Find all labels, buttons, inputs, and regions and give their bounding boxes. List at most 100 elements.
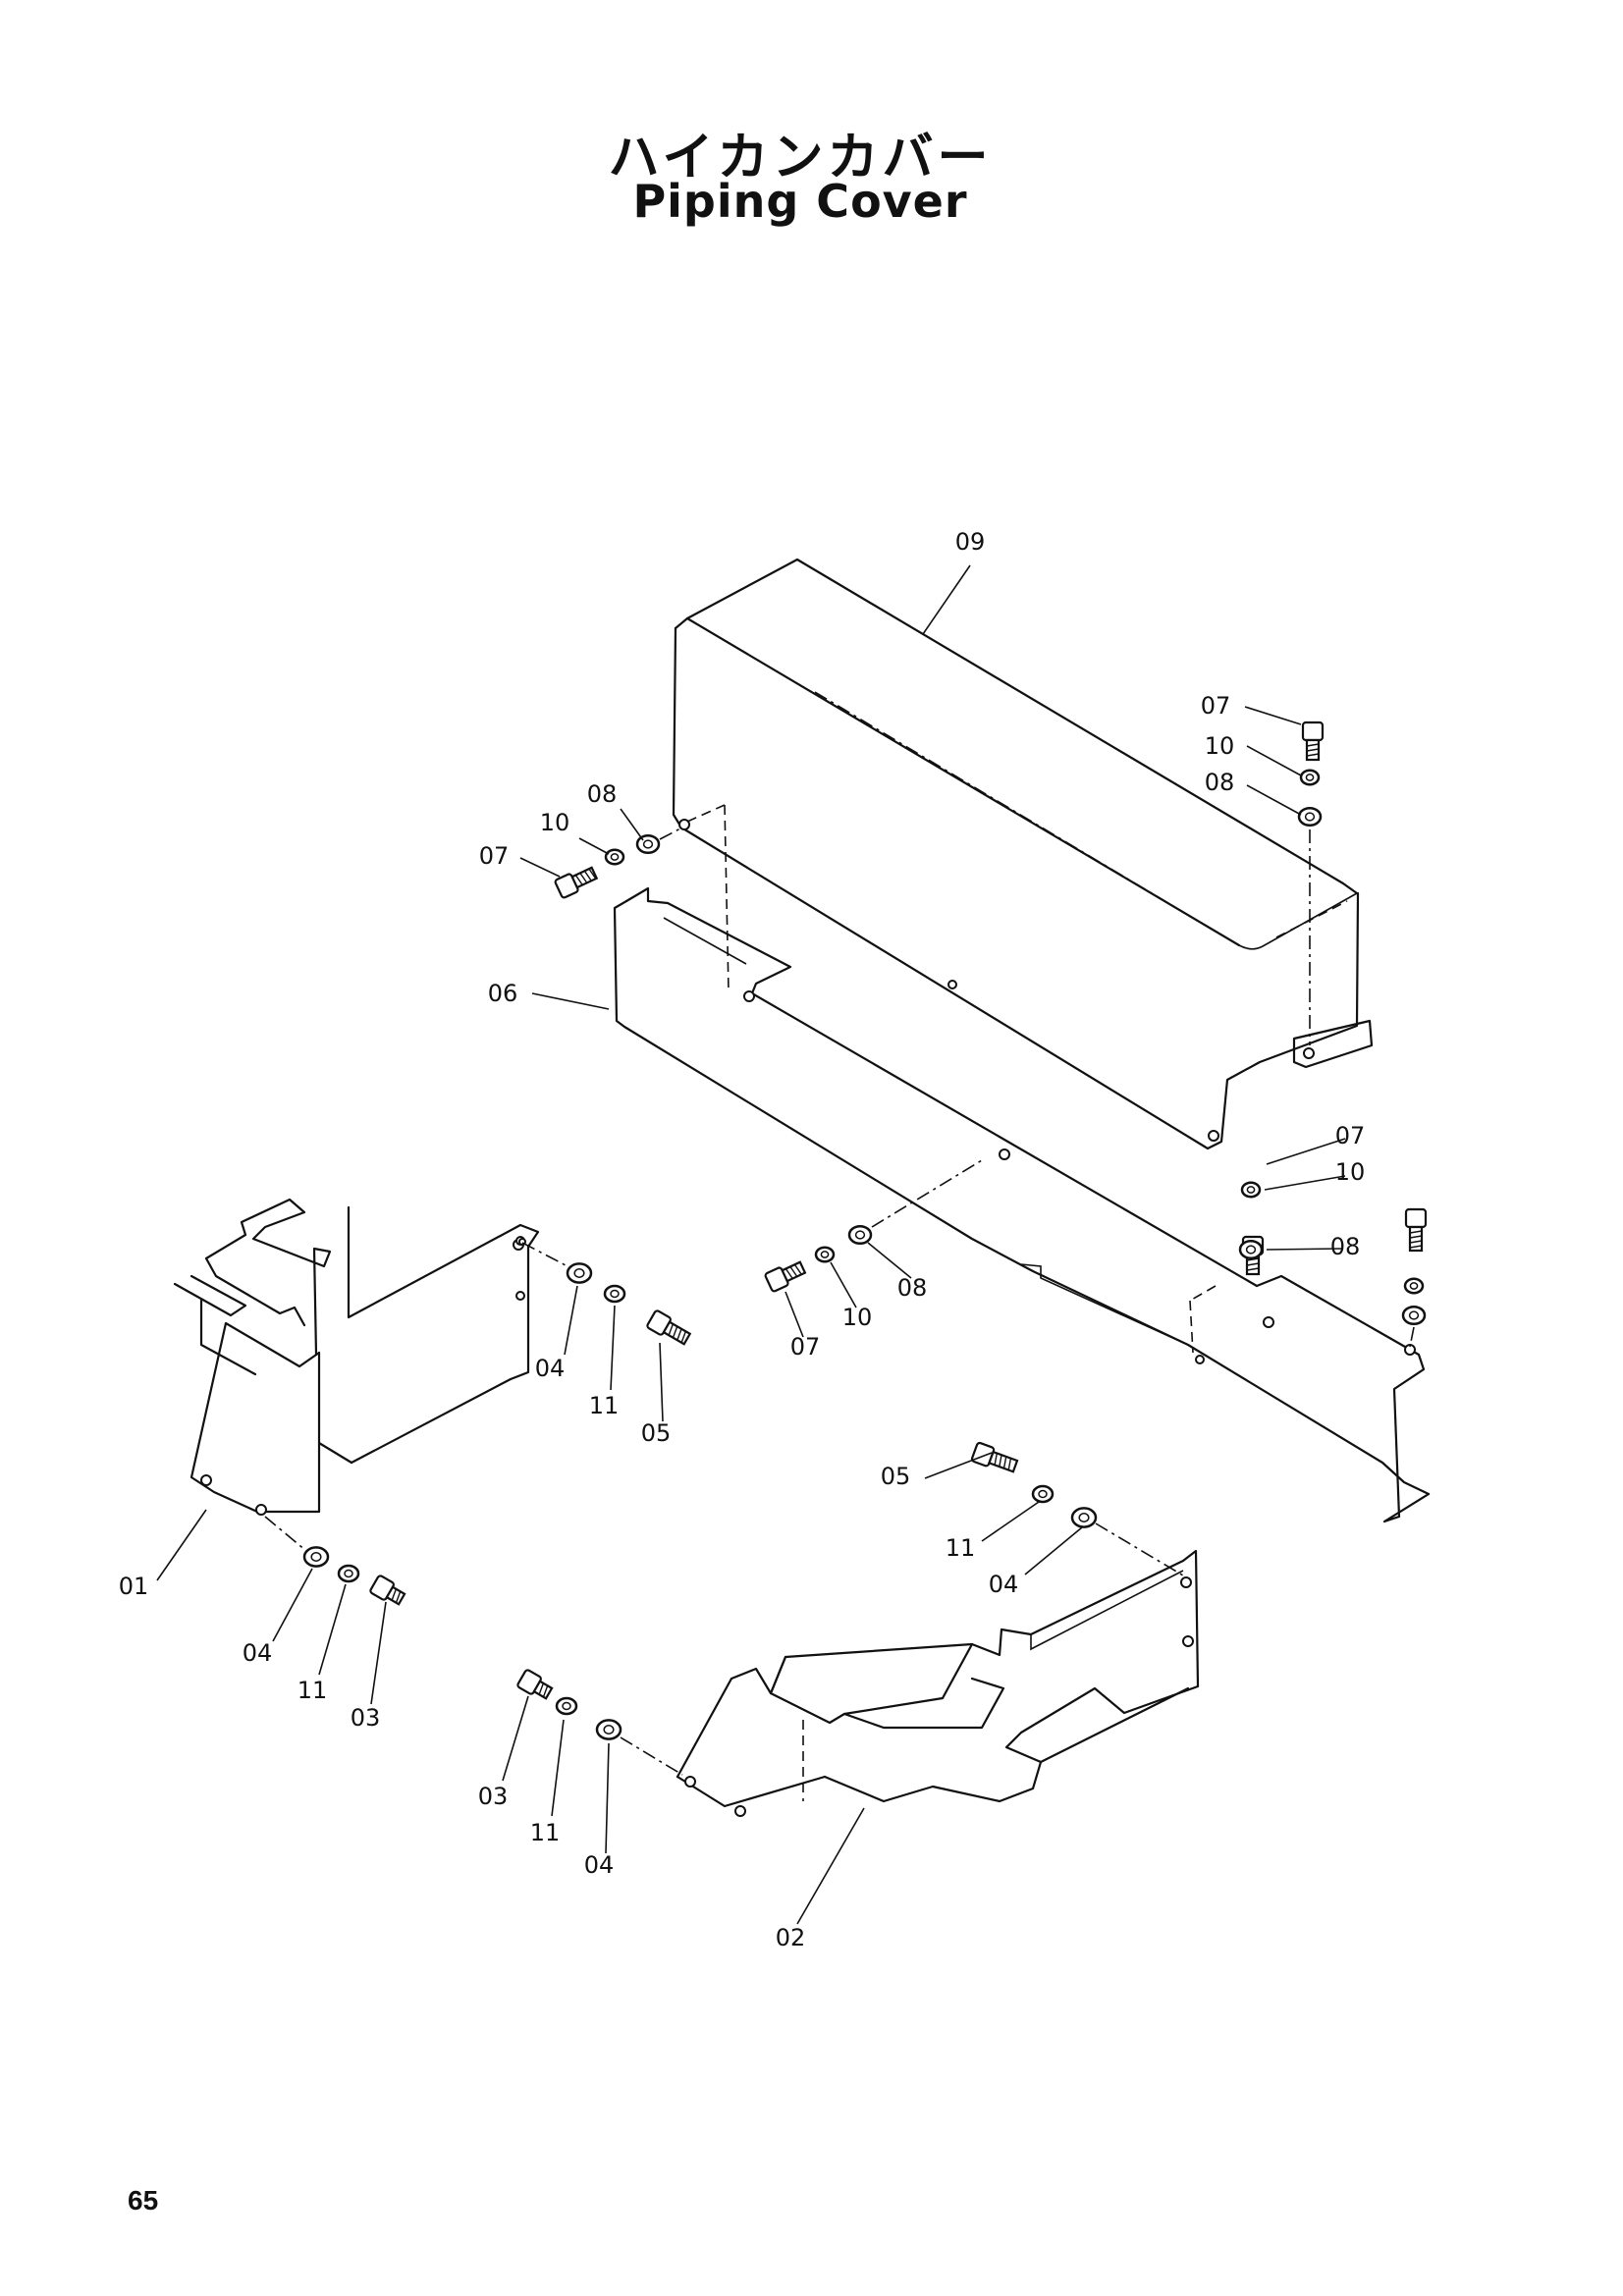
callout-label-c09: 09: [955, 528, 986, 556]
leader-c07b: [519, 857, 561, 878]
bolt-07-top-right: [1301, 721, 1325, 762]
callout-label-c08a: 08: [1205, 769, 1235, 796]
leader-c04b: [272, 1568, 313, 1642]
leader-c08a: [1246, 784, 1302, 816]
callout-label-c10c: 10: [1335, 1158, 1366, 1186]
callout-label-c04c: 04: [989, 1571, 1019, 1598]
leader-c07c: [1266, 1138, 1346, 1165]
part-02-lower-bracket: [676, 1549, 1200, 1817]
callout-label-c03a: 03: [351, 1704, 381, 1732]
leader-c03a: [370, 1601, 387, 1705]
callout-label-c10a: 10: [1205, 732, 1235, 760]
axis-line: [871, 1159, 983, 1228]
lock-washer-11-part01-upper: [603, 1284, 626, 1304]
callout-label-c08b: 08: [587, 780, 618, 808]
part-06-bracket-plate: [613, 804, 1431, 1523]
bolt-03-part01: [369, 1575, 406, 1606]
axis-line: [264, 1516, 307, 1552]
callout-label-c05a: 05: [641, 1419, 672, 1447]
washer-04-part01-upper: [566, 1262, 593, 1284]
lock-washer-11-part01-lower: [337, 1564, 360, 1583]
axis-line: [620, 1736, 683, 1776]
leader-c01: [156, 1509, 207, 1581]
bolt-07-middle: [764, 1260, 807, 1293]
bolt-05-part02: [970, 1441, 1019, 1473]
leader-c08b: [620, 808, 644, 841]
leader-c02: [796, 1807, 865, 1925]
washer-08-left: [635, 833, 661, 855]
lock-washer-11-part02-lower: [555, 1696, 578, 1716]
leader-c10b: [578, 837, 610, 855]
leader-c09: [922, 564, 971, 635]
bolt-07-far-right: [1404, 1207, 1428, 1253]
bolt-03-part02: [516, 1669, 554, 1700]
callout-label-c01: 01: [119, 1573, 149, 1600]
leader-c10d: [830, 1261, 857, 1308]
callout-label-c05b: 05: [881, 1463, 911, 1490]
leader-c05b: [924, 1452, 993, 1479]
callout-label-c10d: 10: [842, 1304, 873, 1331]
callout-label-c04d: 04: [584, 1851, 615, 1879]
callout-label-c07b: 07: [479, 842, 510, 870]
bolt-07-left: [554, 866, 599, 899]
lock-washer-10-left: [604, 848, 625, 866]
lock-washer-10-top-right: [1299, 769, 1321, 786]
callout-label-c11d: 11: [530, 1819, 561, 1846]
callout-label-c08d: 08: [897, 1274, 928, 1302]
callout-labels: 09 07 10 08 08 10 07 06 07 10 08 08 10 07 04 11 05 01 04 11…: [119, 528, 1366, 1951]
leader-c10a: [1246, 745, 1302, 776]
washer-08-far-right: [1401, 1305, 1427, 1326]
leader-c08d: [867, 1242, 912, 1279]
page-number: 65: [128, 2185, 159, 2216]
leader-c04c: [1024, 1526, 1083, 1575]
leader-c11a: [610, 1305, 616, 1391]
fastener-hardware: [264, 721, 1428, 1776]
bolt-05-part01: [646, 1309, 692, 1346]
callout-label-c11a: 11: [589, 1392, 620, 1419]
part-01-left-bracket: [173, 1198, 540, 1516]
lock-washer-10-right-center: [1240, 1181, 1262, 1199]
callout-label-c07d: 07: [790, 1333, 821, 1361]
leader-c06: [531, 992, 610, 1010]
leader-c07d: [784, 1291, 804, 1338]
callout-label-c03b: 03: [478, 1783, 509, 1810]
part-09-piping-cover-box: [672, 558, 1374, 1150]
washer-08-right-center: [1238, 1239, 1264, 1260]
leader-lines: [156, 564, 1346, 1925]
callout-label-c07c: 07: [1335, 1122, 1366, 1149]
lock-washer-10-middle: [814, 1246, 836, 1263]
callout-label-c02: 02: [776, 1924, 806, 1951]
leader-c03b: [502, 1695, 529, 1782]
washer-04-part02-lower: [595, 1719, 622, 1740]
leader-c10c: [1264, 1175, 1346, 1191]
axis-line: [1095, 1522, 1184, 1576]
diagram-title-japanese: ハイカンカバー: [608, 129, 993, 187]
callout-label-c04a: 04: [535, 1355, 566, 1382]
leader-c07a: [1244, 706, 1302, 725]
washer-04-part02-upper: [1070, 1507, 1098, 1528]
diagram-title-english: Piping Cover: [632, 175, 968, 228]
callout-label-c11c: 11: [946, 1534, 976, 1562]
axis-line: [659, 827, 683, 840]
washer-08-middle: [847, 1224, 873, 1246]
leader-c05a: [659, 1342, 664, 1422]
axis-line: [521, 1242, 568, 1267]
washer-04-part01-lower: [302, 1546, 330, 1568]
leader-c11d: [551, 1719, 565, 1817]
leader-c08c: [1266, 1248, 1342, 1251]
leader-c04d: [605, 1742, 610, 1854]
leader-c04a: [564, 1285, 578, 1356]
lock-washer-10-far-right: [1403, 1277, 1425, 1295]
leader-c11b: [318, 1583, 347, 1676]
leader-c11c: [981, 1501, 1040, 1542]
callout-label-c08c: 08: [1330, 1233, 1361, 1260]
callout-label-c06: 06: [488, 980, 518, 1007]
washer-08-top-right: [1297, 806, 1323, 828]
callout-label-c11b: 11: [298, 1677, 328, 1704]
callout-label-c10b: 10: [540, 809, 570, 836]
callout-label-c07a: 07: [1201, 692, 1231, 720]
axis-line: [1409, 1326, 1415, 1348]
callout-label-c04b: 04: [243, 1639, 273, 1667]
